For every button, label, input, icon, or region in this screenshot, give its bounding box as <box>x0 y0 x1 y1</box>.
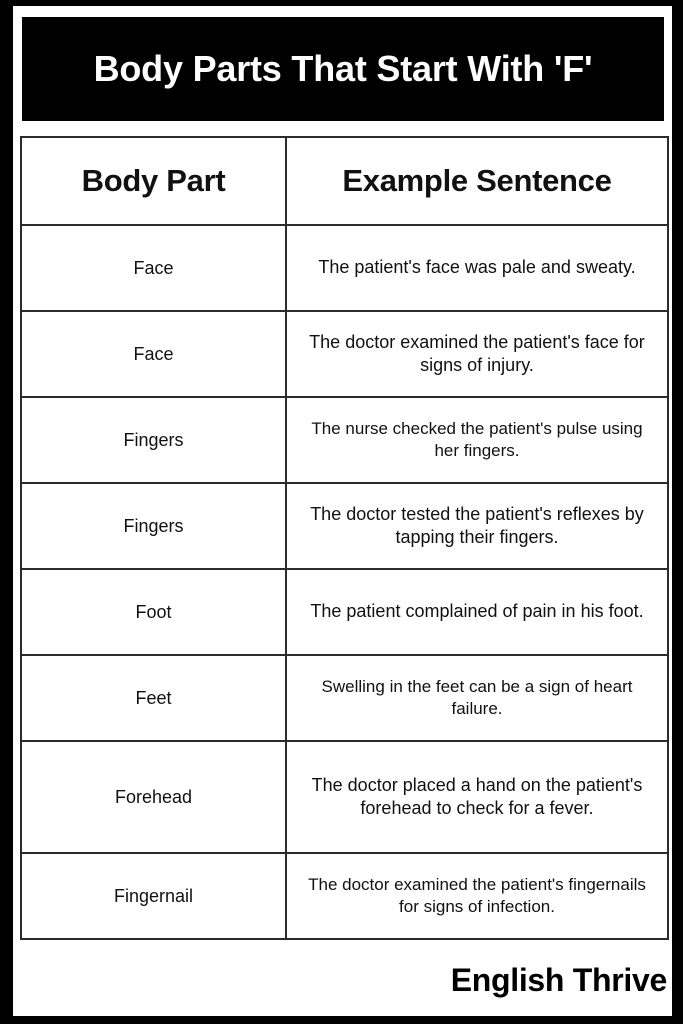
table-row: Fingers The nurse checked the patient's … <box>20 396 669 484</box>
cell-body-part: Fingers <box>20 396 287 484</box>
brand-label: English Thrive <box>450 962 668 998</box>
cell-example-sentence: The doctor examined the patient's face f… <box>285 310 669 398</box>
cell-example-sentence: Swelling in the feet can be a sign of he… <box>285 654 669 742</box>
page-title: Body Parts That Start With 'F' <box>93 48 593 90</box>
poster-content: Body Parts That Start With 'F' Body Part… <box>13 6 672 1016</box>
cell-example-sentence: The doctor examined the patient's finger… <box>285 852 669 940</box>
table-row: Forehead The doctor placed a hand on the… <box>20 740 669 854</box>
body-parts-table: Body Part Example Sentence Face The pati… <box>20 136 669 940</box>
title-banner: Body Parts That Start With 'F' <box>22 17 664 121</box>
table-row: Fingers The doctor tested the patient's … <box>20 482 669 570</box>
cell-body-part: Forehead <box>20 740 287 854</box>
table-row: Face The patient's face was pale and swe… <box>20 224 669 312</box>
cell-example-sentence: The doctor placed a hand on the patient'… <box>285 740 669 854</box>
cell-example-sentence: The patient complained of pain in his fo… <box>285 568 669 656</box>
table-row: Face The doctor examined the patient's f… <box>20 310 669 398</box>
table-row: Foot The patient complained of pain in h… <box>20 568 669 656</box>
cell-body-part: Foot <box>20 568 287 656</box>
cell-body-part: Fingers <box>20 482 287 570</box>
cell-body-part: Feet <box>20 654 287 742</box>
cell-example-sentence: The nurse checked the patient's pulse us… <box>285 396 669 484</box>
column-header-body-part: Body Part <box>20 136 287 226</box>
table-row: Feet Swelling in the feet can be a sign … <box>20 654 669 742</box>
cell-body-part: Face <box>20 224 287 312</box>
cell-example-sentence: The patient's face was pale and sweaty. <box>285 224 669 312</box>
cell-body-part: Face <box>20 310 287 398</box>
body-parts-table-container: Body Part Example Sentence Face The pati… <box>20 136 669 940</box>
cell-body-part: Fingernail <box>20 852 287 940</box>
cell-example-sentence: The doctor tested the patient's reflexes… <box>285 482 669 570</box>
table-header-row: Body Part Example Sentence <box>20 136 669 226</box>
table-row: Fingernail The doctor examined the patie… <box>20 852 669 940</box>
column-header-example-sentence: Example Sentence <box>285 136 669 226</box>
